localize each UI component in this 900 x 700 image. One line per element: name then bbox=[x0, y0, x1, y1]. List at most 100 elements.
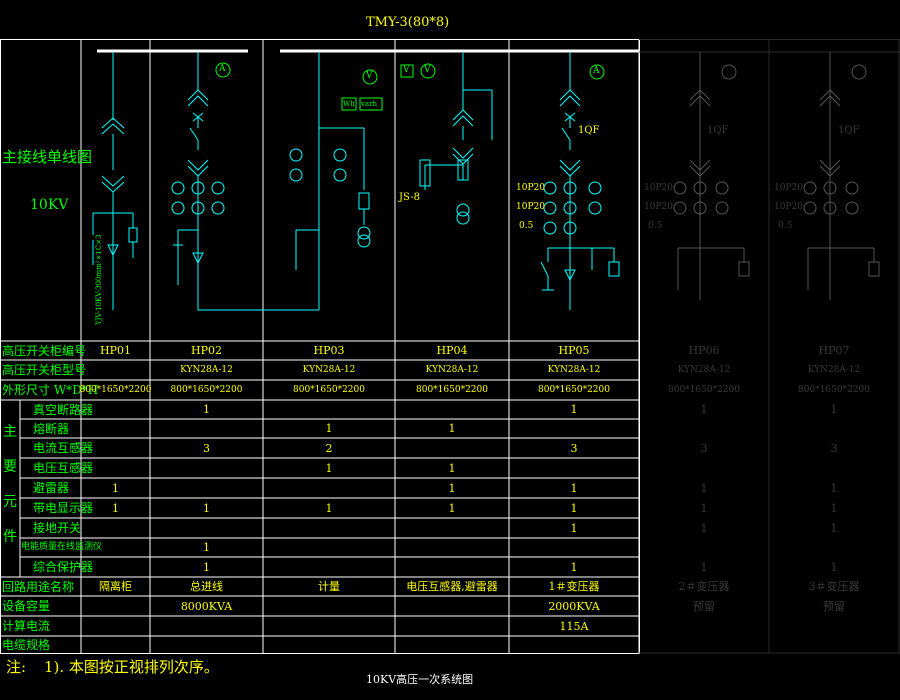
cell-cap: 预留 bbox=[823, 599, 845, 613]
breaker-label: 1QF bbox=[838, 125, 860, 136]
cell-dim: 800*1650*2200 bbox=[170, 384, 243, 395]
note-text: 1). 本图按正视排列次序。 bbox=[44, 658, 219, 676]
breaker-label: 1QF bbox=[578, 125, 600, 136]
cell-dim: 800*1650*2200 bbox=[416, 384, 488, 395]
cell-model: KYN28A-12 bbox=[425, 364, 479, 375]
row-label-current: 计算电流 bbox=[2, 619, 51, 633]
row-label-circuit-name: 回路用途名称 bbox=[2, 579, 75, 594]
cell-no: HP03 bbox=[313, 344, 345, 357]
cell-arr: 1 bbox=[830, 481, 838, 495]
cell-name: 隔离柜 bbox=[99, 580, 132, 593]
reserved-circuits bbox=[673, 52, 880, 300]
cell-ct: 3 bbox=[570, 441, 578, 455]
cell-ct: 3 bbox=[203, 441, 210, 455]
row-label-arrester: 避雷器 bbox=[33, 481, 70, 495]
cell-vcb: 1 bbox=[203, 403, 210, 416]
cell-dim: 800*1650*2200 bbox=[668, 384, 740, 395]
reserved-grid bbox=[639, 39, 900, 654]
cell-cap: 2000KVA bbox=[548, 599, 600, 613]
row-label-cabinet-model: 高压开关柜型号 bbox=[2, 363, 87, 377]
breaker-label: 1QF bbox=[707, 125, 729, 136]
ct-ratio-1: 10P20 bbox=[516, 183, 545, 193]
cell-live: 1 bbox=[325, 501, 333, 515]
cell-live: 1 bbox=[700, 501, 708, 515]
cell-live: 1 bbox=[830, 501, 838, 515]
ct-ratio-2: 10P20 bbox=[774, 202, 803, 212]
cell-prot: 1 bbox=[203, 560, 210, 574]
row-label-dimension: 外形尺寸 W*D*H bbox=[2, 383, 99, 397]
meter-symbols bbox=[215, 62, 605, 111]
cell-no: HP06 bbox=[688, 344, 720, 357]
cell-arr: 1 bbox=[112, 481, 119, 495]
ct-ratio-3: 0.5 bbox=[648, 221, 663, 231]
cell-ct: 2 bbox=[325, 441, 333, 455]
cell-name: 3＃变压器 bbox=[808, 580, 860, 593]
cell-model: KYN28A-12 bbox=[547, 364, 601, 375]
main-components-char: 主 bbox=[3, 424, 17, 440]
cell-cur: 115A bbox=[559, 619, 589, 633]
cell-fuse: 1 bbox=[325, 422, 333, 435]
cell-model: KYN28A-12 bbox=[180, 364, 233, 375]
row-label-capacity: 设备容量 bbox=[2, 599, 51, 613]
row-label-live-display: 带电显示器 bbox=[33, 501, 94, 515]
ct-ratio-1: 10P20 bbox=[774, 183, 803, 193]
cell-vcb: 1 bbox=[700, 403, 708, 416]
voltmeter-icon: V bbox=[366, 71, 373, 81]
cell-dim: 800*1650*2200 bbox=[798, 384, 870, 395]
voltmeter-icon: V bbox=[424, 65, 431, 75]
cell-arr: 1 bbox=[448, 481, 456, 495]
table-grid bbox=[0, 39, 640, 654]
row-label-vt: 电压互感器 bbox=[33, 461, 94, 475]
ammeter-icon: A bbox=[219, 64, 226, 74]
cell-prot: 1 bbox=[570, 560, 578, 574]
cell-fuse: 1 bbox=[448, 422, 456, 435]
cell-name: 电压互感器,避雷器 bbox=[406, 580, 498, 593]
cell-earth: 1 bbox=[570, 521, 578, 535]
row-label-protector: 综合保护器 bbox=[33, 560, 94, 574]
footer-caption: 10KV高压一次系统图 bbox=[366, 673, 474, 686]
cell-prot: 1 bbox=[830, 560, 838, 574]
cell-cap: 预留 bbox=[693, 599, 715, 613]
cell-arr: 1 bbox=[570, 481, 578, 495]
watthour-meter-icon: Wh bbox=[343, 100, 355, 108]
circuit-lines bbox=[92, 52, 620, 311]
cell-prot: 1 bbox=[700, 560, 708, 574]
cell-live: 1 bbox=[448, 501, 456, 515]
voltage-label: 10KV bbox=[30, 197, 69, 213]
cell-live: 1 bbox=[112, 501, 119, 515]
note-prefix: 注: bbox=[6, 658, 27, 676]
cell-meter: 1 bbox=[203, 541, 210, 554]
cell-name: 1＃变压器 bbox=[548, 580, 600, 593]
ct-ratio-2: 10P20 bbox=[516, 202, 545, 212]
cell-earth: 1 bbox=[700, 521, 708, 535]
cell-no: HP01 bbox=[100, 344, 131, 357]
ct-ratio-3: 0.5 bbox=[778, 221, 793, 231]
cell-vcb: 1 bbox=[830, 403, 838, 416]
main-components-char: 件 bbox=[3, 529, 17, 545]
row-label-energy-meter: 电能质量在线监测仪 bbox=[21, 542, 103, 552]
voltmeter-icon: V bbox=[403, 65, 410, 75]
main-components-char: 元 bbox=[3, 494, 17, 510]
row-label-ct: 电流互感器 bbox=[33, 441, 94, 455]
cable-note: YJV-10KV-300mm²×1C×3 bbox=[95, 234, 103, 325]
cell-cap: 8000KVA bbox=[180, 599, 233, 613]
varhour-meter-icon: varh bbox=[361, 100, 377, 108]
cell-earth: 1 bbox=[830, 521, 838, 535]
cell-dim: 800*1650*2200 bbox=[79, 384, 152, 395]
ct-ratio-3: 0.5 bbox=[519, 221, 534, 231]
row-label-cable: 电缆规格 bbox=[2, 637, 51, 652]
ct-ratio-1: 10P20 bbox=[644, 183, 673, 193]
js-label: JS-8 bbox=[399, 192, 420, 203]
row-label-fuse: 熔断器 bbox=[33, 421, 70, 436]
ammeter-icon: A bbox=[593, 66, 600, 76]
row-label-cabinet-no: 高压开关柜编号 bbox=[2, 343, 87, 358]
single-line-label: 主接线单线图 bbox=[2, 148, 93, 166]
cell-no: HP05 bbox=[558, 344, 590, 357]
ct-ratio-2: 10P20 bbox=[644, 202, 673, 212]
cell-ct: 3 bbox=[700, 441, 708, 455]
main-components-char: 要 bbox=[3, 459, 17, 475]
cell-ct: 3 bbox=[830, 441, 838, 455]
cell-name: 计量 bbox=[318, 580, 340, 593]
cell-vt: 1 bbox=[325, 461, 333, 475]
